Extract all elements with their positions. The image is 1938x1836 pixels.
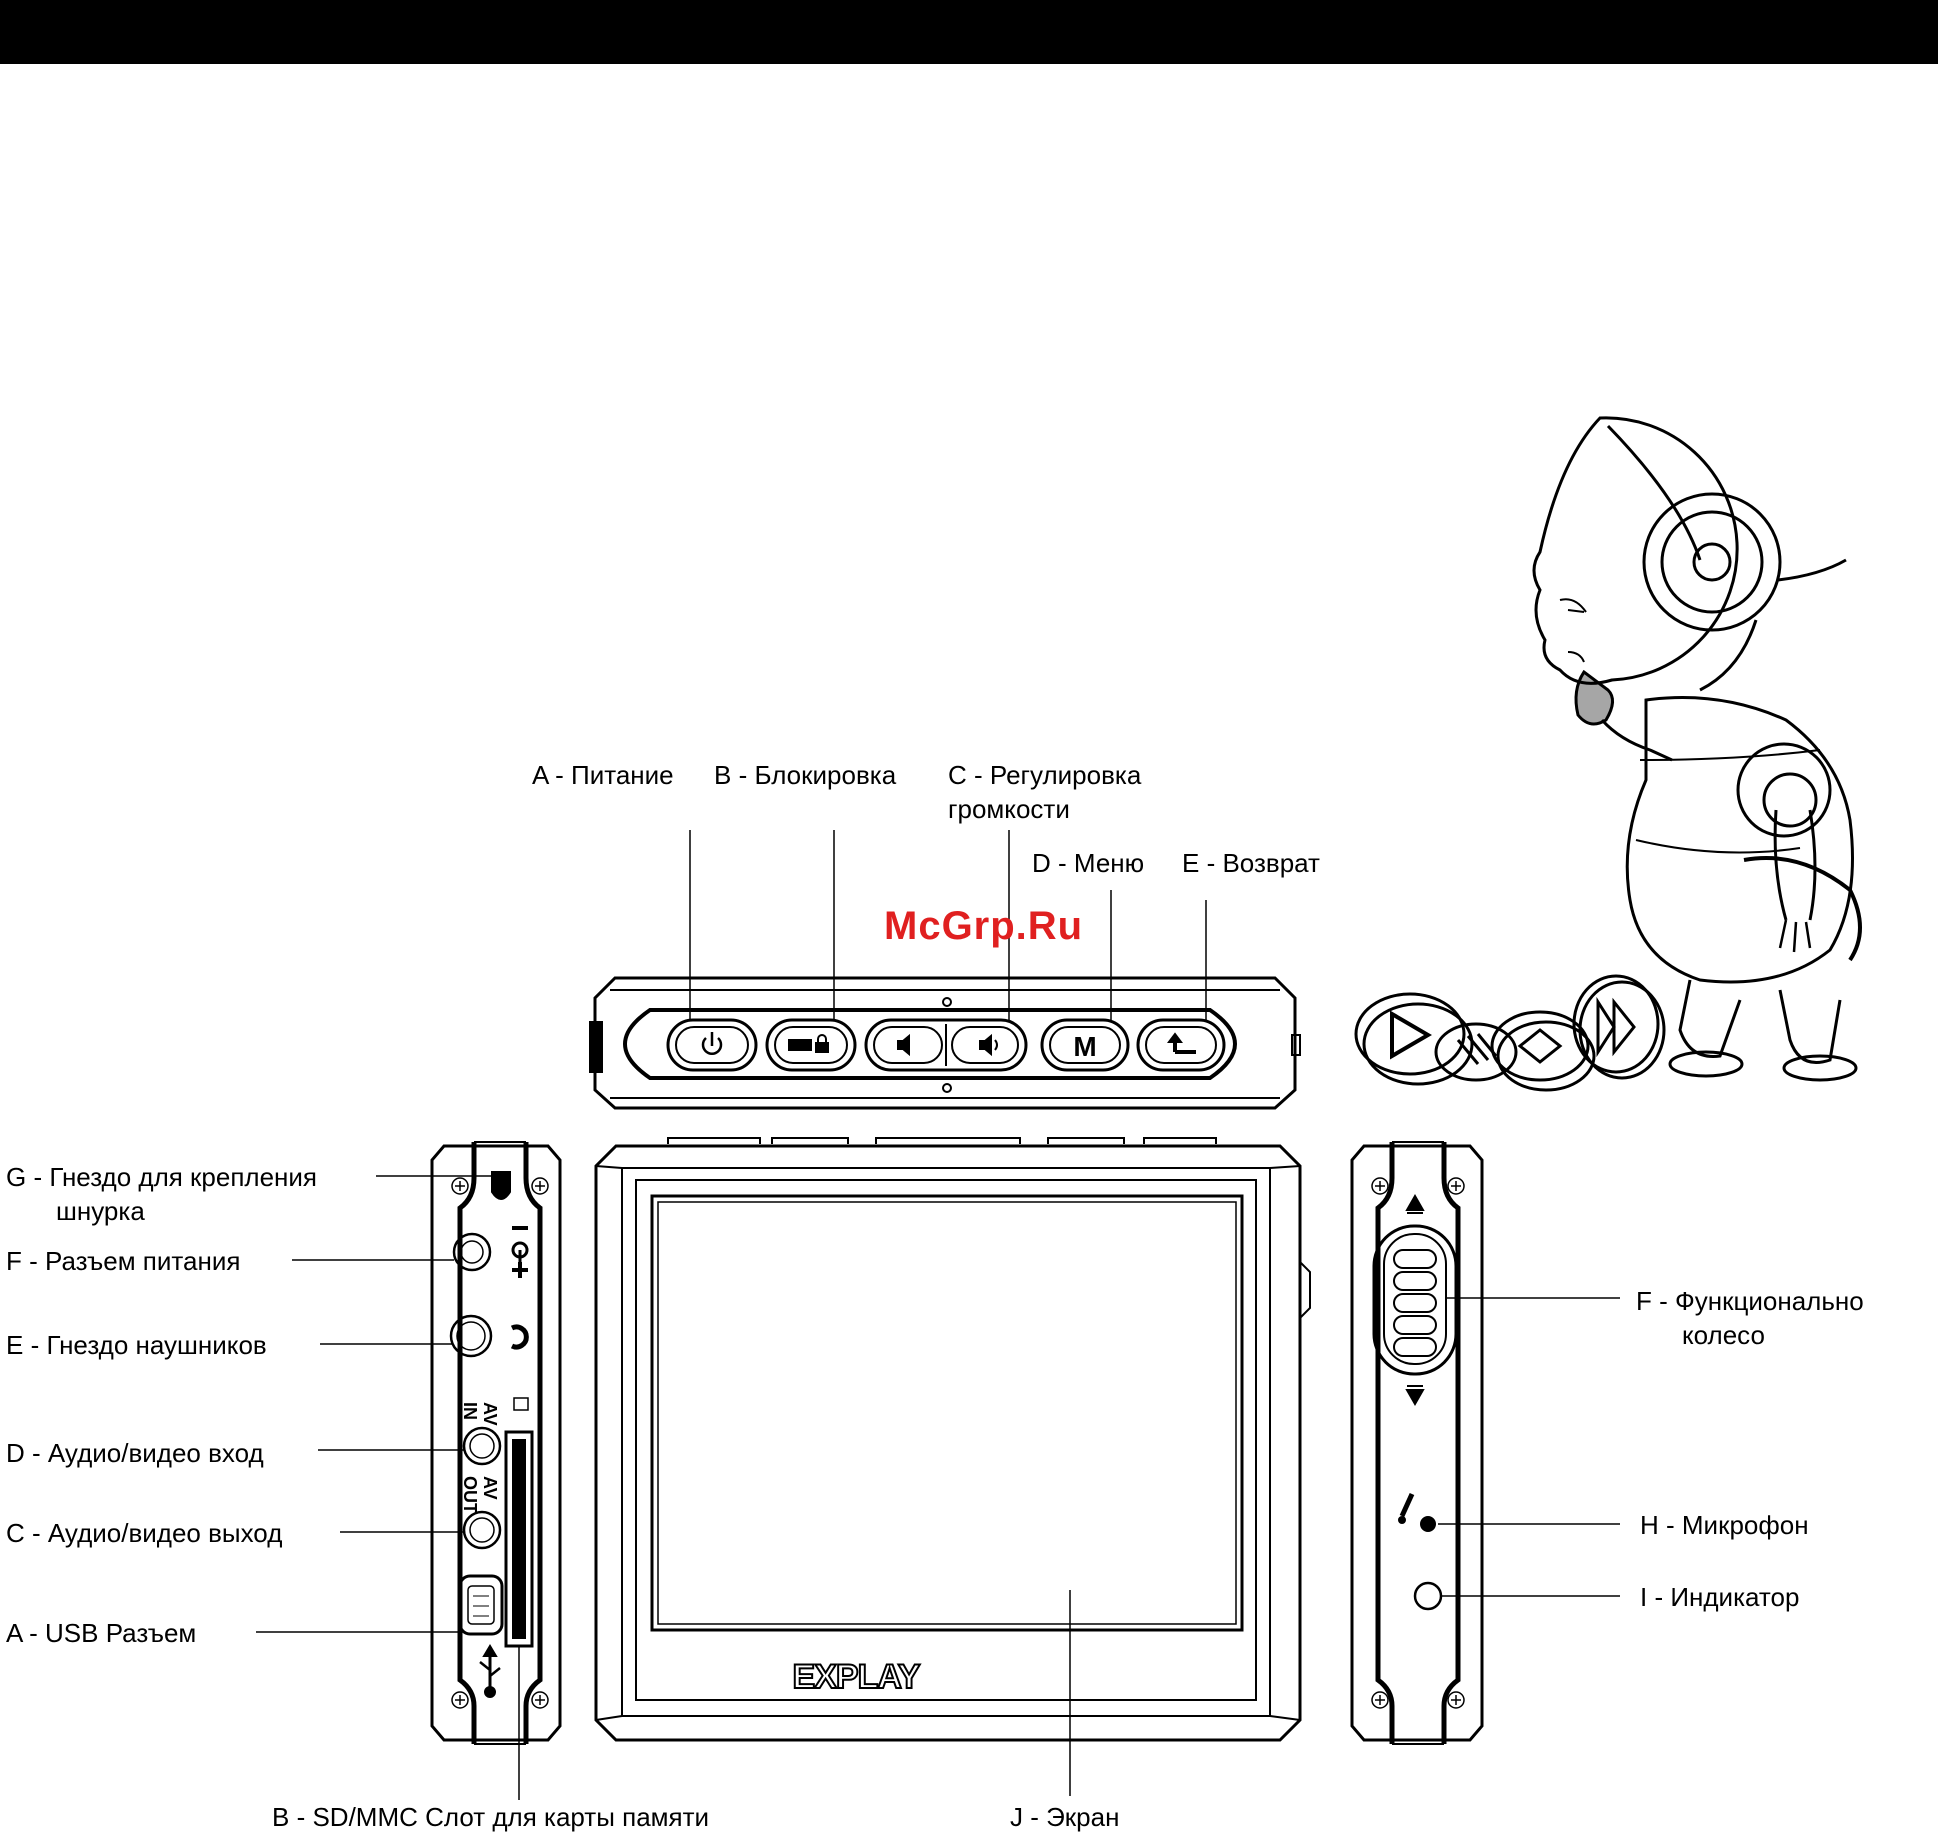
av-in-label-av: AV [480, 1402, 500, 1426]
headphone-icon [510, 1324, 529, 1350]
label-volume-2: громкости [948, 794, 1070, 824]
next-coin-icon [1572, 974, 1666, 1080]
return-button-top [1136, 1018, 1226, 1072]
label-av-in: D - Аудио/видео вход [6, 1438, 264, 1468]
function-wheel [1372, 1224, 1458, 1376]
label-av-out: C - Аудио/видео выход [6, 1518, 283, 1548]
power-button-top [666, 1018, 758, 1072]
device-top-view [589, 976, 1301, 1110]
power-jack [452, 1232, 492, 1272]
sd-card-slot [504, 1397, 534, 1648]
label-lanyard-2: шнурка [56, 1196, 145, 1226]
lock-button-top [765, 1018, 857, 1072]
av-out-label-out: OUT [460, 1476, 480, 1514]
pause-coin-icon [1434, 1022, 1518, 1082]
av-in-label-in: IN [460, 1402, 480, 1420]
down-arrow-icon [1405, 1385, 1425, 1407]
dc-polarity-icon [511, 1226, 529, 1278]
robot-mascot [1532, 416, 1862, 1082]
label-headphone: E - Гнездо наушников [6, 1330, 267, 1360]
device-right-view [1350, 1141, 1484, 1745]
volume-down-icon [897, 1033, 910, 1057]
play-coin-icon [1354, 992, 1474, 1086]
label-wheel-2: колесо [1682, 1320, 1765, 1350]
device-front-view [594, 1137, 1311, 1742]
top-black-bar [0, 0, 1938, 64]
lanyard-hole [491, 1171, 511, 1200]
up-arrow-icon [1405, 1193, 1425, 1214]
volume-up-icon [979, 1033, 998, 1057]
label-power-jack: F - Разъем питания [6, 1246, 241, 1276]
headphone-jack [449, 1314, 493, 1358]
volume-rocker-top [864, 1018, 1028, 1072]
microphone-icon [1398, 1492, 1436, 1532]
return-icon [1167, 1032, 1196, 1054]
av-labels: AV IN AV OUT [460, 1402, 500, 1514]
label-screen: J - Экран [1010, 1802, 1120, 1832]
usb-port [458, 1574, 504, 1636]
usb-icon [479, 1644, 501, 1698]
av-out-jack [462, 1510, 502, 1550]
screw-icons-right [1371, 1177, 1465, 1709]
device-left-view [430, 1141, 562, 1745]
stop-coin-icon [1490, 1010, 1596, 1092]
label-wheel-1: F - Функционально [1636, 1286, 1864, 1316]
label-power: A - Питание [532, 760, 674, 790]
label-menu: D - Меню [1032, 848, 1145, 878]
av-out-label-av: AV [480, 1476, 500, 1500]
indicator-led [1413, 1581, 1443, 1611]
label-lock: B - Блокировка [714, 760, 897, 790]
watermark: McGrp.Ru [884, 904, 1084, 948]
label-indicator: I - Индикатор [1640, 1582, 1800, 1612]
brand-logo: EXPLAY [793, 1658, 921, 1696]
label-usb: A - USB Разъем [6, 1618, 197, 1648]
label-return: E - Возврат [1182, 848, 1320, 878]
menu-m-glyph: M [1073, 1031, 1096, 1062]
lock-icon [788, 1034, 829, 1053]
av-in-jack [462, 1426, 502, 1466]
menu-button-top [1040, 1018, 1130, 1072]
screw-icons-left [451, 1177, 549, 1709]
power-icon [701, 1032, 723, 1055]
label-lanyard-1: G - Гнездо для крепления [6, 1162, 318, 1192]
label-sd-slot: B - SD/MMC Слот для карты памяти [272, 1802, 710, 1832]
label-mic: H - Микрофон [1640, 1510, 1809, 1540]
label-volume-1: C - Регулировка [948, 760, 1142, 790]
screen [650, 1194, 1244, 1632]
